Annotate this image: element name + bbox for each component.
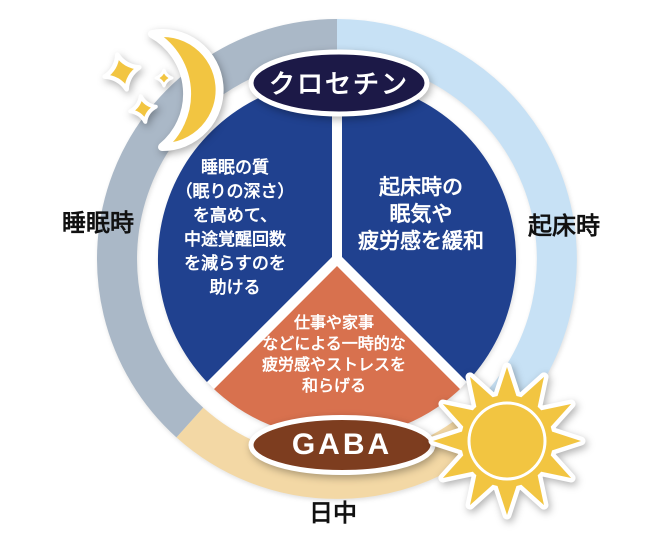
segment-divider-left: [206, 255, 341, 390]
ring-arc-sleep: [97, 19, 338, 438]
sun-disc: [461, 395, 553, 487]
gaba-badge-label: GABA: [291, 428, 393, 461]
star-icon-small: [154, 68, 174, 88]
crescent-moon-shape: [148, 29, 224, 152]
crocetin-badge-label: クロセチン: [268, 69, 409, 99]
segment-sleep-quality-text: 睡眠の質 （眠りの深さ） を高めて、 中途覚醒回数 を減らすのを 助ける: [175, 158, 295, 297]
segment-daytime-stress-text: 仕事や家事 などによる一時的な 疲労感やストレスを 和らげる: [261, 315, 406, 395]
segment-divider-right: [333, 255, 468, 390]
segment-wake-refresh-text: 起床時の 眠気や 疲労感を緩和: [358, 176, 484, 253]
moon-icon: [102, 29, 224, 152]
segment-daytime-stress: [210, 259, 464, 439]
inner-circle: [157, 79, 517, 439]
sun-icon: [428, 362, 586, 520]
segment-wake-refresh: [337, 79, 517, 386]
crocetin-badge: [248, 49, 430, 117]
star-icon-large: [102, 52, 142, 92]
time-label-sleep: 睡眠時: [62, 210, 134, 237]
time-label-daytime: 日中: [309, 500, 357, 527]
star-icon-medium: [128, 94, 158, 124]
segment-sleep-quality: [157, 79, 337, 386]
sun-inner-ring: [467, 401, 547, 481]
time-label-wake: 起床時: [528, 213, 600, 240]
ring-arc-wake: [336, 19, 577, 435]
